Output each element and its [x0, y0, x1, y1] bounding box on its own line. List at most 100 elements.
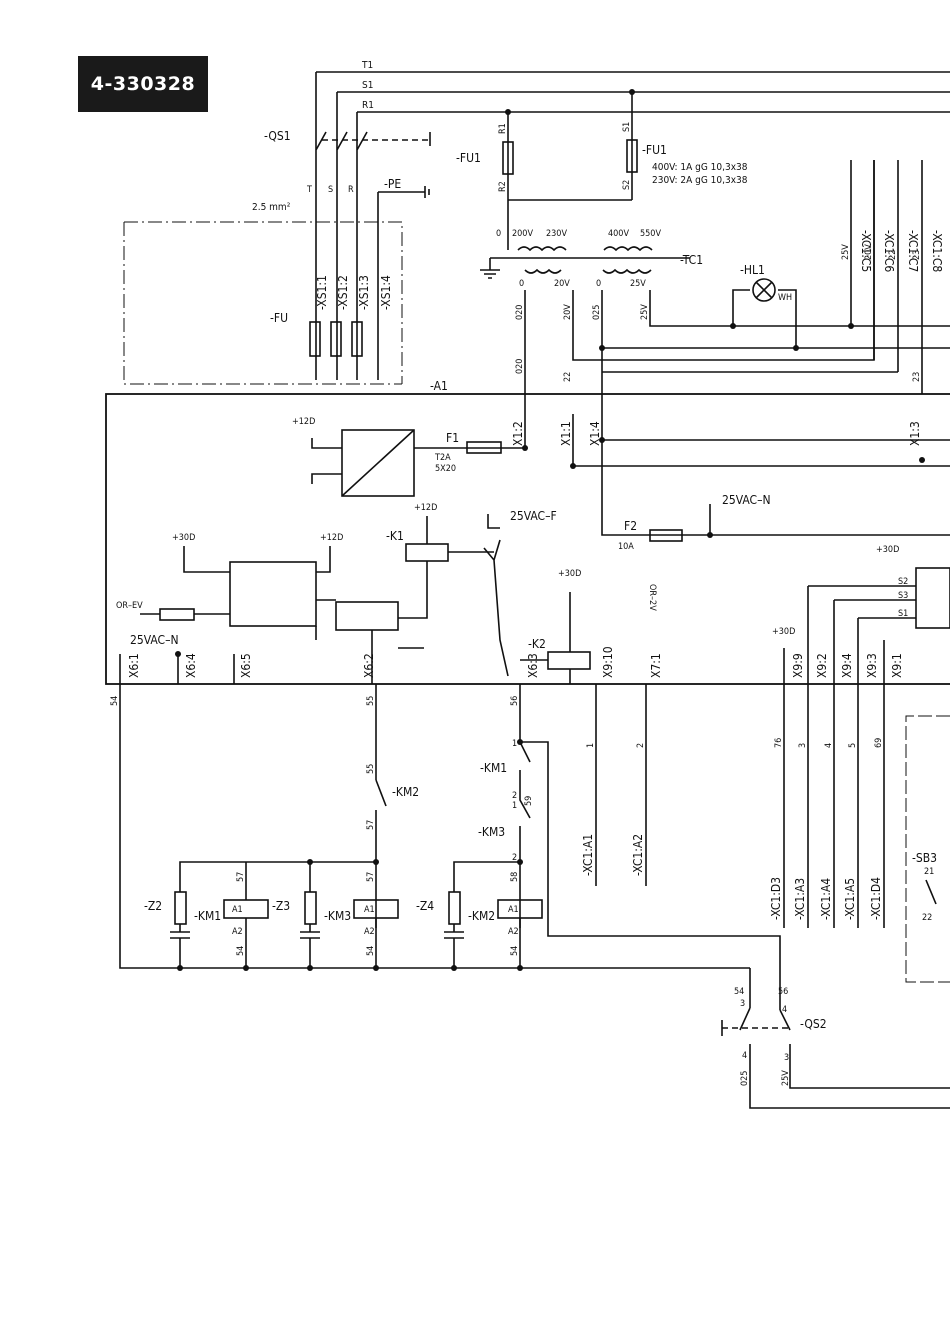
- wire-label-69: 69: [874, 738, 884, 748]
- k2-coil: [547, 651, 591, 670]
- tc1-tap-230: 230V: [546, 229, 567, 239]
- psu-wires: [311, 394, 950, 484]
- x6-2-label: X6:2: [362, 653, 376, 678]
- z4-label: -Z4: [416, 899, 434, 913]
- km3-pin-a2: A2: [364, 927, 375, 937]
- junction-dot: [505, 109, 511, 115]
- junction-dot: [451, 965, 457, 971]
- km2-pin-a2: A2: [508, 927, 519, 937]
- node-54-c: 54: [510, 946, 520, 956]
- qs2-pin-3: 3: [740, 999, 745, 1009]
- z2-capacitor: [170, 924, 190, 968]
- logic-block: [335, 601, 399, 631]
- x9-10-label: X9:10: [601, 646, 615, 678]
- junction-dot: [570, 463, 576, 469]
- fu-label: -FU: [270, 311, 288, 325]
- km1-pin-a2: A2: [232, 927, 243, 937]
- logic-wires: [371, 630, 424, 684]
- qs2-pin-4b: 4: [742, 1051, 747, 1061]
- wire-label-025: 025: [592, 305, 602, 320]
- junction-dot: [373, 965, 379, 971]
- xc1-a1-label: -XC1:A1: [581, 834, 595, 876]
- km3-coil-label: -KM3: [324, 909, 351, 923]
- junction-dot: [175, 651, 181, 657]
- document-number: 4-330328: [90, 73, 196, 95]
- km1-pin-a1: A1: [232, 905, 243, 915]
- wire-56: [519, 684, 781, 1010]
- tc1-primary: [507, 200, 653, 252]
- xs1-3-label: -XS1:3: [357, 275, 371, 310]
- xc1-a2-label: -XC1:A2: [631, 834, 645, 876]
- wire-label-76: 76: [774, 738, 784, 748]
- qs2-wire-25v: 25V: [781, 1070, 791, 1086]
- phase-label-s1: S1: [362, 80, 373, 91]
- phase-short-s: S: [328, 185, 333, 195]
- z4-capacitor: [444, 924, 464, 968]
- hl1-label: -HL1: [740, 263, 765, 277]
- tc1-sec-0b: 0: [596, 279, 601, 289]
- fuse-fu1-left: [502, 141, 514, 175]
- tc1-tap-400: 400V: [608, 229, 629, 239]
- qs2-wire-56: 56: [778, 987, 788, 997]
- node-54-b: 54: [366, 946, 376, 956]
- qs2-wire-025: 025: [740, 1071, 750, 1086]
- xc1-c5-label: -XC1:C5: [859, 230, 873, 272]
- wire-label-23-a1: 23: [912, 372, 922, 382]
- psu-block: [341, 429, 415, 497]
- contact-pin-1a: 1: [512, 739, 517, 749]
- contact-pin-1b: 1: [512, 801, 517, 811]
- x9-1-label: X9:1: [890, 653, 904, 678]
- hl1-wires: [732, 289, 797, 348]
- fu-pin-r1: R1: [498, 123, 508, 134]
- junction-dot: [707, 532, 713, 538]
- f1-label: F1: [446, 431, 459, 445]
- qs1-label: -QS1: [264, 129, 291, 143]
- contact-pin-2a: 2: [512, 791, 517, 801]
- x6-1-label: X6:1: [127, 653, 141, 678]
- x9-2-label: X9:2: [815, 653, 829, 678]
- z2-label: -Z2: [144, 899, 162, 913]
- tc1-sec-20v: 20V: [554, 279, 570, 289]
- f2-label: F2: [624, 519, 637, 533]
- wire-label-020-a1: 020: [515, 359, 525, 374]
- sb3-label: -SB3: [912, 851, 937, 865]
- fu1-spec-230: 230V: 2A gG 10,3x38: [652, 175, 748, 186]
- pe-line: [377, 186, 430, 380]
- k1-coil: [405, 543, 449, 562]
- x6-3-label: X6:3: [526, 653, 540, 678]
- fuse-f2: [649, 529, 683, 542]
- qs1-contacts: [315, 131, 368, 380]
- x9-9-label: X9:9: [791, 653, 805, 678]
- junction-dot: [307, 859, 313, 865]
- phase-label-t1: T1: [361, 60, 373, 71]
- supply-12d-a: +12D: [292, 417, 315, 427]
- km3-pin-a1: A1: [364, 905, 375, 915]
- wire-label-25v: 25V: [640, 304, 650, 320]
- x6-5-label: X6:5: [239, 653, 253, 678]
- z3-capacitor: [300, 862, 320, 968]
- tc1-ground: [480, 258, 500, 279]
- f2-spec: 10A: [618, 542, 634, 552]
- z2-resistor: [174, 891, 187, 925]
- label-layer: T1 S1 R1 -QS1 -PE 2.5 mm² T S R -FU -XS1…: [110, 60, 944, 1086]
- tc1-secondary: [524, 268, 652, 274]
- xc1-a5-label: -XC1:A5: [843, 878, 857, 920]
- xc1-c7-label: -XC1:C7: [906, 230, 920, 272]
- node-58: 58: [510, 872, 520, 882]
- xc-d-wires: [783, 684, 885, 928]
- xc1-d3-label: -XC1:D3: [769, 877, 783, 920]
- f1-spec-2: 5X20: [435, 464, 456, 474]
- junction-dot: [517, 859, 523, 865]
- km2-contact: [375, 779, 387, 807]
- vac-n-top-label: 25VAC–N: [722, 493, 771, 507]
- f1-spec-1: T2A: [434, 453, 451, 463]
- xc1-d4-label: -XC1:D4: [869, 877, 883, 920]
- tc1-tap-200: 200V: [512, 229, 533, 239]
- km2-contact-label: -KM2: [392, 785, 419, 799]
- a1-label: -A1: [430, 379, 448, 393]
- or-ev-label: OR–EV: [116, 601, 143, 611]
- wire-label-55b: 55: [366, 764, 376, 774]
- k2-label: -K2: [528, 637, 546, 651]
- junction-dot: [919, 457, 925, 463]
